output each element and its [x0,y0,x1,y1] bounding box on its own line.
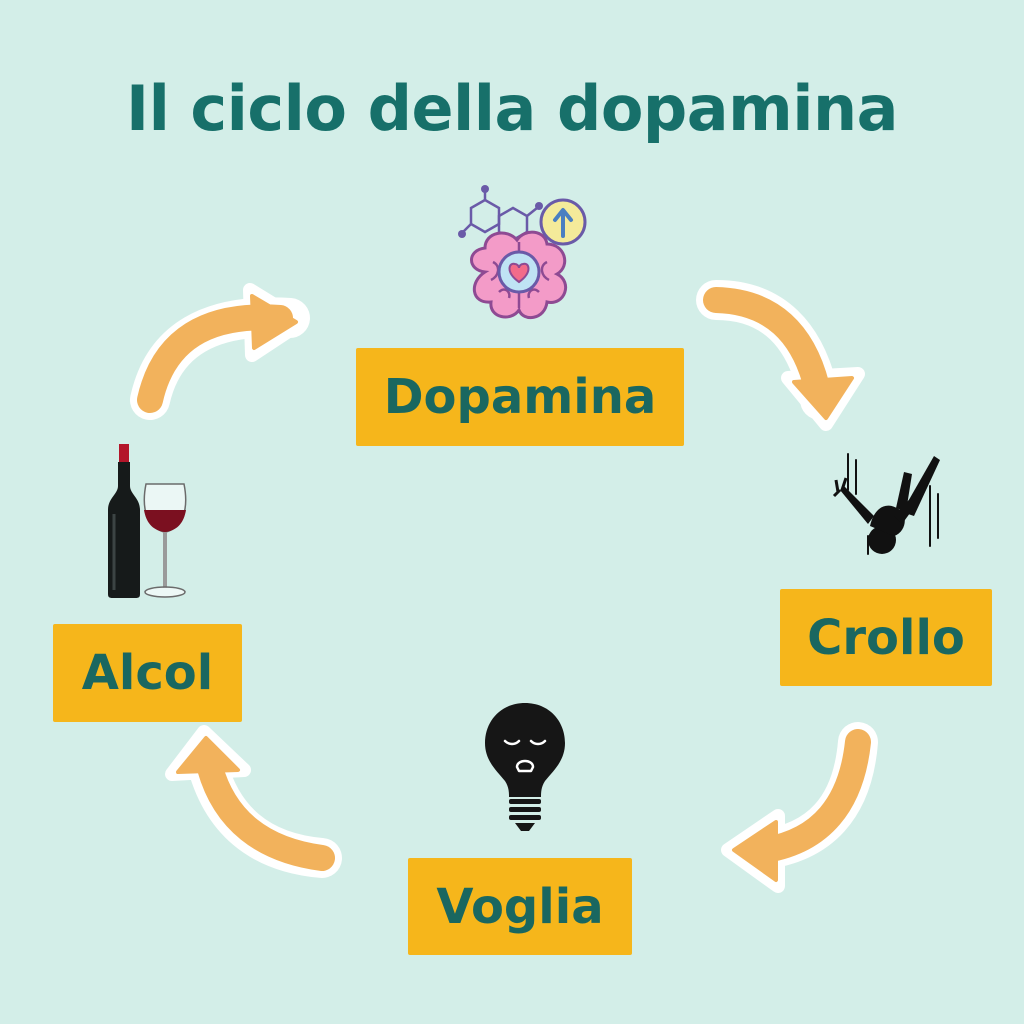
arrow-crollo-to-voglia-icon [721,722,878,893]
arrow-voglia-to-alcol-icon [165,725,342,878]
falling-person-icon [832,453,940,555]
brain-dopamine-icon [458,185,587,319]
arrow-alcol-to-dopamina-icon [130,283,310,420]
node-label-voglia: Voglia [408,858,632,955]
wine-bottle-glass-icon [108,444,187,598]
node-label-alcol: Alcol [53,624,242,722]
page-title: Il ciclo della dopamina [126,72,898,145]
node-label-dopamina: Dopamina [356,348,684,446]
arrow-dopamina-to-crollo-icon [696,280,865,431]
dark-lightbulb-icon [485,703,565,831]
node-label-crollo: Crollo [780,589,992,686]
